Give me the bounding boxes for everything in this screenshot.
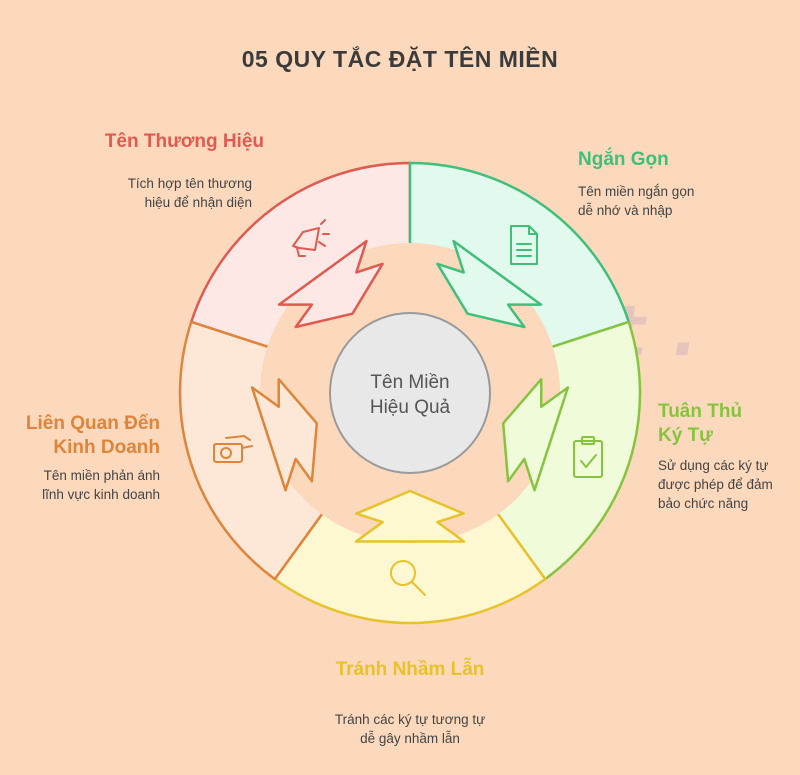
diagram-title: 05 QUY TẮC ĐẶT TÊN MIỀN bbox=[241, 46, 559, 72]
megaphone-icon bbox=[292, 219, 330, 257]
money-hand-icon bbox=[213, 435, 253, 463]
item-label-line: Liên Quan Đến bbox=[25, 413, 160, 434]
item-desc-short: Tên miền ngắn gọn dễ nhớ và nhập bbox=[578, 182, 778, 220]
center-circle bbox=[329, 312, 491, 474]
clipboard-check-icon bbox=[573, 436, 603, 478]
item-desc-line: Sử dụng các ký tự bbox=[658, 458, 769, 473]
arrow-avoid-confusion bbox=[354, 489, 466, 543]
center-label-line-1: Tên Miền bbox=[370, 372, 450, 393]
item-desc-line: được phép để đảm bbox=[658, 477, 773, 492]
item-desc-line: dễ gây nhầm lẫn bbox=[360, 731, 460, 746]
arrow-characters bbox=[501, 377, 570, 492]
item-label-characters: Tuân Thủ Ký Tự bbox=[658, 400, 788, 448]
item-desc-line: Tên miền phản ánh bbox=[43, 468, 160, 483]
item-label-short: Ngắn Gọn bbox=[578, 148, 778, 172]
item-desc-line: Tên miền ngắn gọn bbox=[578, 184, 695, 199]
magnifier-icon bbox=[390, 560, 426, 596]
item-desc-line: dễ nhớ và nhập bbox=[578, 203, 673, 218]
item-label-avoid-confusion: Tránh Nhầm Lẫn bbox=[280, 658, 540, 682]
document-icon bbox=[510, 225, 538, 265]
arrow-brand bbox=[277, 239, 384, 329]
item-desc-business: Tên miền phản ánh lĩnh vực kinh doanh bbox=[10, 466, 160, 504]
arrow-short bbox=[436, 239, 543, 329]
item-label-line: Ngắn Gọn bbox=[578, 149, 669, 170]
item-desc-brand: Tích hợp tên thương hiệu để nhận diện bbox=[40, 174, 252, 212]
item-desc-line: bảo chức năng bbox=[658, 496, 749, 511]
item-desc-line: lĩnh vực kinh doanh bbox=[42, 487, 160, 502]
item-desc-line: hiệu để nhận diện bbox=[144, 195, 252, 210]
center-label: Tên Miền Hiệu Quả bbox=[330, 370, 490, 420]
item-label-brand: Tên Thương Hiệu bbox=[40, 130, 264, 154]
item-label-business: Liên Quan Đến Kinh Doanh bbox=[10, 412, 160, 460]
item-desc-line: Tích hợp tên thương bbox=[127, 176, 252, 191]
arrow-business bbox=[250, 377, 319, 492]
item-label-line: Tránh Nhầm Lẫn bbox=[335, 659, 485, 680]
item-label-line: Tuân Thủ bbox=[658, 401, 743, 422]
item-desc-characters: Sử dụng các ký tự được phép để đảm bảo c… bbox=[658, 456, 798, 513]
item-label-line: Ký Tự bbox=[658, 425, 713, 446]
item-label-line: Tên Thương Hiệu bbox=[104, 131, 264, 152]
item-label-line: Kinh Doanh bbox=[53, 437, 160, 458]
item-desc-avoid-confusion: Tránh các ký tự tương tự dễ gây nhầm lẫn bbox=[290, 710, 530, 748]
center-label-line-2: Hiệu Quả bbox=[369, 397, 451, 418]
item-desc-line: Tránh các ký tự tương tự bbox=[334, 712, 486, 727]
